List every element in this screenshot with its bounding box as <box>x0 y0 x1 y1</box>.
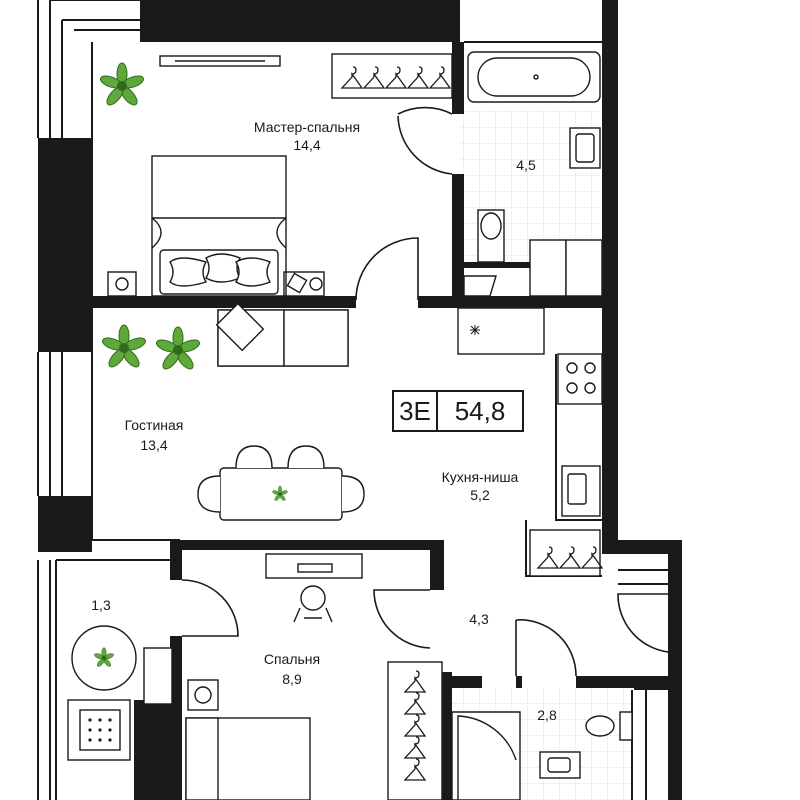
master-bedroom-area: 14,4 <box>293 137 320 153</box>
plant-icon <box>100 324 148 371</box>
kitchen-area: 5,2 <box>470 487 490 503</box>
window-left <box>37 352 63 800</box>
balcony-area: 1,3 <box>91 597 111 613</box>
bathroom-2-fixtures <box>451 711 633 800</box>
apartment-type-badge: 3Е <box>392 390 438 432</box>
kitchen-name: Кухня-ниша <box>442 469 519 485</box>
bedroom-furniture <box>67 553 443 800</box>
balcony-frame <box>55 559 170 800</box>
master-bedroom-furniture <box>107 53 453 297</box>
bedroom-area: 8,9 <box>282 671 302 687</box>
window-top-left <box>37 0 140 138</box>
doors <box>181 106 669 677</box>
hallway-area: 4,3 <box>469 611 489 627</box>
master-bedroom-name: Мастер-спальня <box>254 119 360 135</box>
total-area-badge: 54,8 <box>436 390 524 432</box>
living-room-name: Гостиная <box>125 417 184 433</box>
walls <box>38 0 682 800</box>
room-labels: Мастер-спальня 14,4 4,5 Гостиная 13,4 Ку… <box>91 119 557 723</box>
bedroom-name: Спальня <box>264 651 320 667</box>
bathroom-1-area: 4,5 <box>516 157 536 173</box>
plant-icon <box>154 326 202 373</box>
living-room-area: 13,4 <box>140 437 167 453</box>
plant-icon <box>98 62 146 109</box>
living-room-furniture <box>197 302 603 577</box>
bathroom-2-area: 2,8 <box>537 707 557 723</box>
bathroom-1-fixtures <box>463 51 603 297</box>
